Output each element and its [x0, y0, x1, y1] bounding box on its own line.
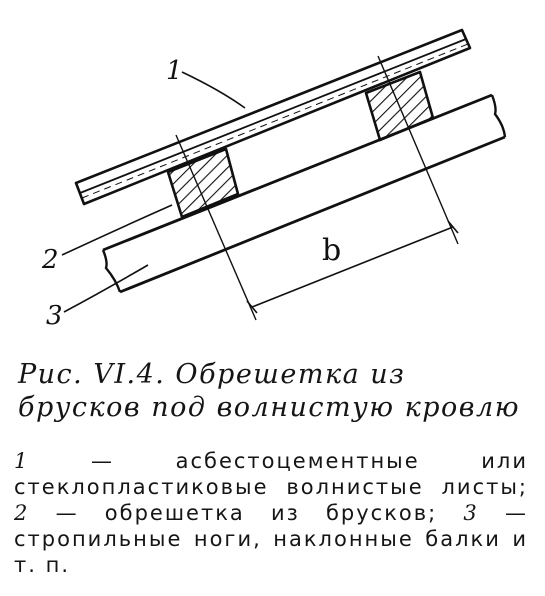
legend-text-3: — стропильные ноги, наклонные балки и т.… — [14, 501, 528, 577]
leader-lines — [61, 71, 246, 313]
label-2: 2 — [41, 245, 59, 275]
rafter-beam — [101, 93, 507, 294]
corrugated-sheet — [74, 28, 472, 206]
figure-caption-legend: 1 — асбестоцементные или стеклопластиков… — [14, 448, 528, 578]
label-1: 1 — [166, 56, 183, 86]
batten-left — [166, 147, 240, 219]
legend-text-1: — асбестоцементные или стеклопластиковые… — [14, 449, 528, 499]
figure-caption-title: Рис. VI.4. Обрешетка из брусков под волн… — [18, 359, 520, 423]
legend-number-3: 3 — [463, 501, 479, 525]
legend-text-2: — обрешетка из брусков; — [29, 501, 464, 525]
legend-number-1: 1 — [14, 449, 30, 473]
label-b: b — [322, 233, 341, 268]
label-3: 3 — [46, 301, 63, 331]
legend-number-2: 2 — [14, 501, 30, 525]
dimension-b — [175, 55, 459, 321]
roof-battens-diagram: 1 2 3 b — [41, 28, 507, 331]
